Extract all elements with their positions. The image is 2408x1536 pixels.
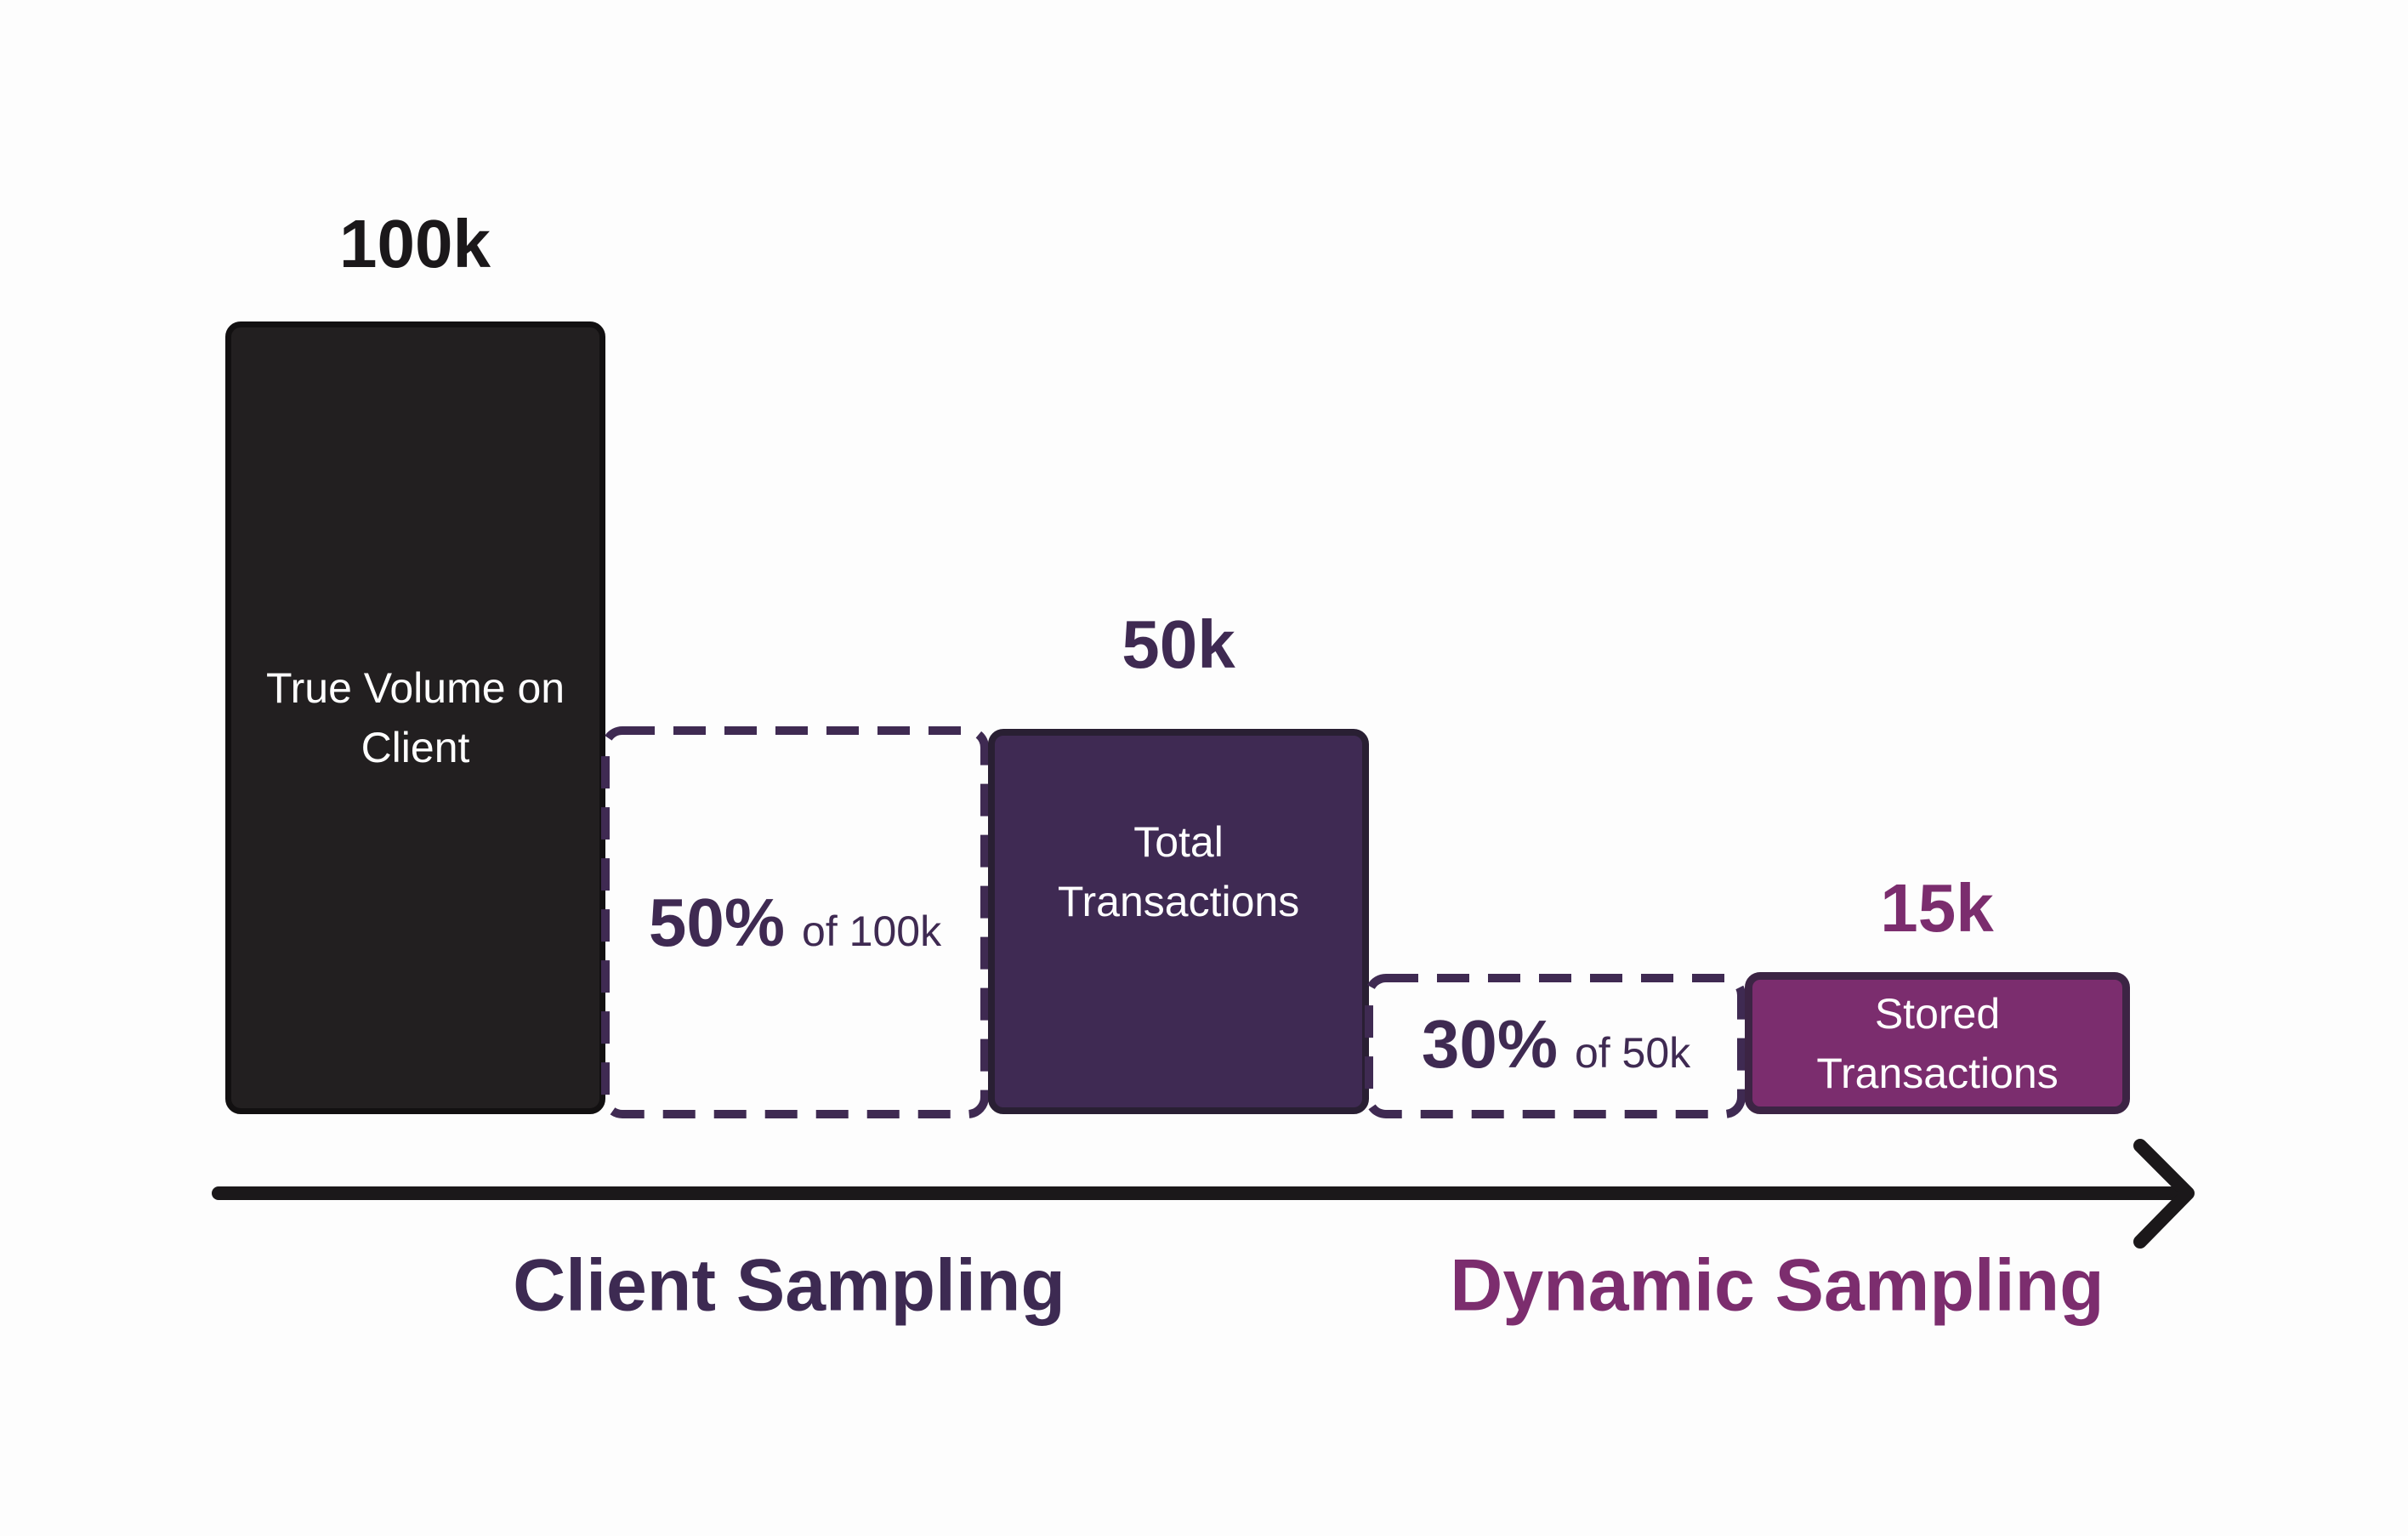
timeline-arrow: [212, 1139, 2195, 1249]
dynamic-sampling-rate-box-border: [1365, 974, 1746, 1118]
dynamic-sampling-rate-basis: of 50k: [1574, 1029, 1691, 1077]
true-volume-value: 100k: [339, 206, 491, 282]
true-volume-bar-label-line1: True Volume on: [265, 664, 565, 712]
timeline-arrow-head-icon: [2133, 1139, 2195, 1249]
client-sampling-rate-percent: 50%: [648, 885, 786, 960]
stored-transactions-bar-label-line1: Stored: [1874, 989, 2001, 1038]
true-volume-bar-label-line2: Client: [361, 724, 470, 771]
total-transactions-bar-label: Total Transactions: [1058, 812, 1299, 931]
dynamic-sampling-rate-percent: 30%: [1421, 1006, 1558, 1082]
client-sampling-rate-box: [601, 726, 989, 1118]
true-volume-bar-label: True Volume on Client: [266, 658, 565, 777]
total-transactions-value: 50k: [1122, 606, 1235, 682]
client-sampling-rate-basis: of 100k: [802, 907, 942, 955]
stored-transactions-bar: Stored Transactions: [1745, 972, 2130, 1114]
total-transactions-bar-label-line1: Total: [1133, 817, 1224, 866]
stored-transactions-bar-label: Stored Transactions: [1816, 984, 2058, 1103]
true-volume-bar: True Volume on Client: [225, 321, 605, 1114]
stage-label-dynamic-sampling: Dynamic Sampling: [1450, 1244, 2104, 1327]
client-sampling-rate-box-border: [601, 726, 989, 1118]
total-transactions-bar: Total Transactions: [988, 729, 1369, 1114]
stored-transactions-bar-label-line2: Transactions: [1816, 1049, 2059, 1097]
dynamic-sampling-rate-label: 30% of 50k: [1422, 1005, 1690, 1084]
dynamic-sampling-rate-box: [1365, 974, 1746, 1118]
stage-label-client-sampling: Client Sampling: [513, 1244, 1065, 1327]
client-sampling-rate-label: 50% of 100k: [649, 884, 941, 962]
total-transactions-bar-label-line2: Transactions: [1057, 877, 1300, 925]
stored-transactions-value: 15k: [1880, 870, 1994, 946]
